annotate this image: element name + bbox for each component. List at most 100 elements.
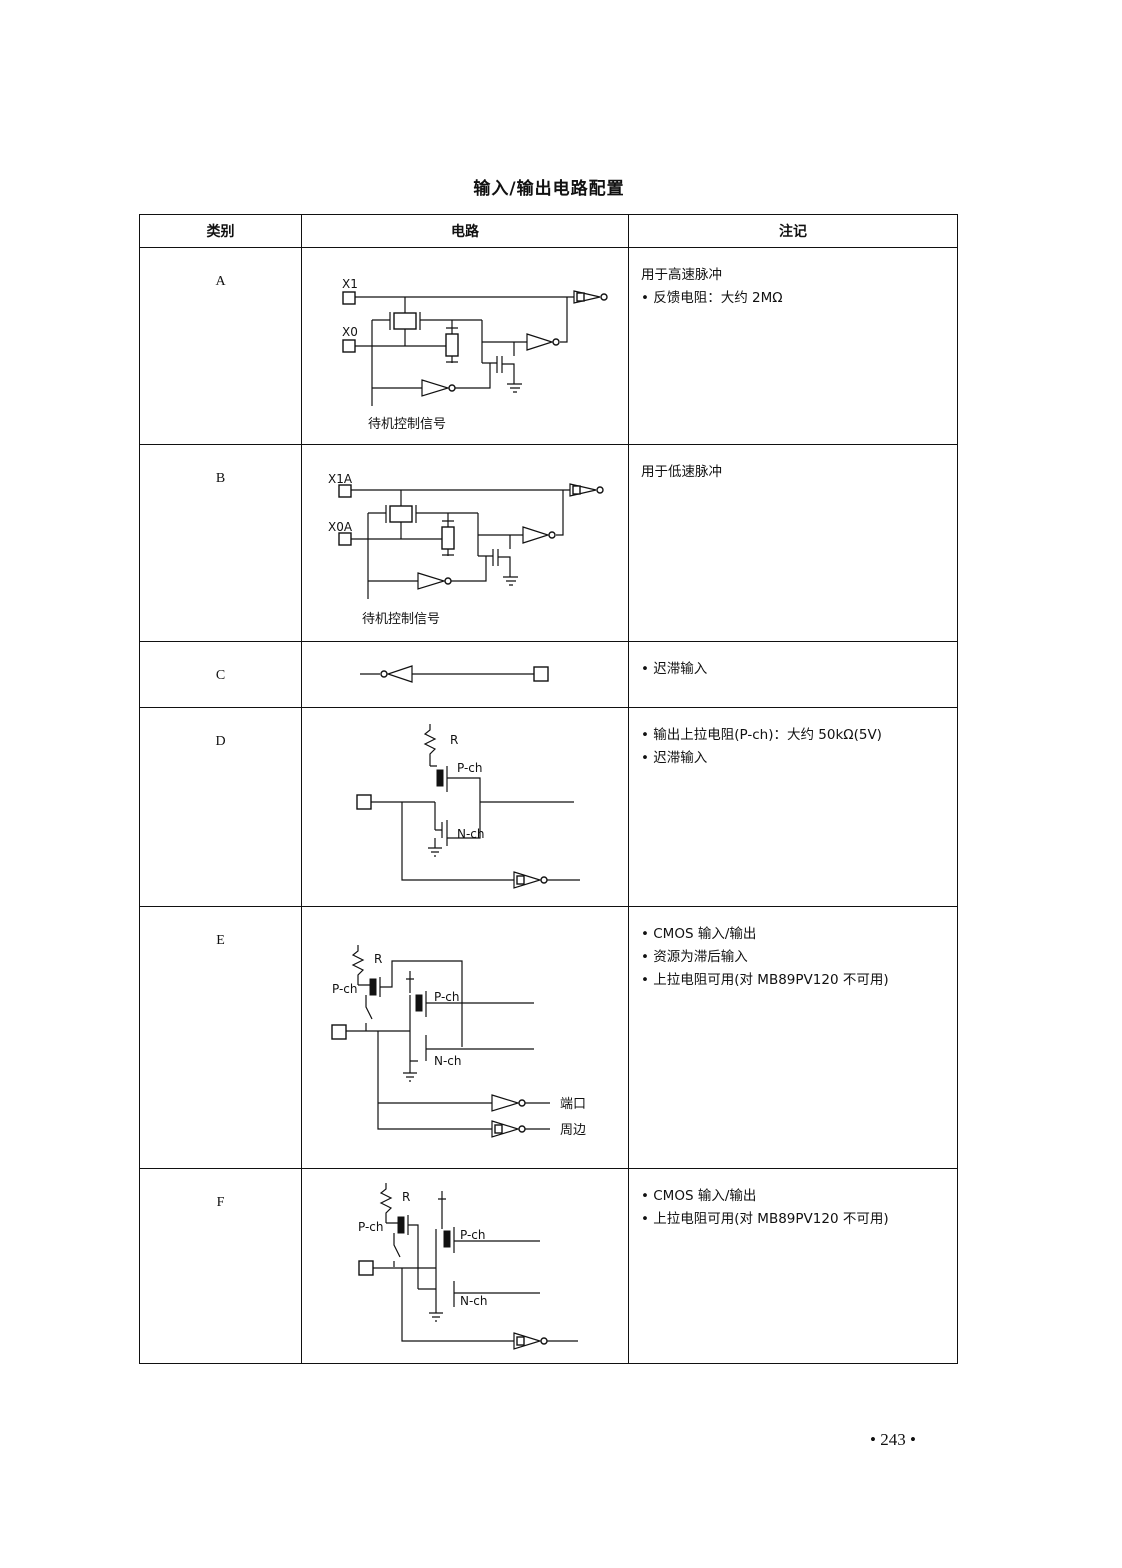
category-label: B [215, 471, 226, 487]
table-row-e: E R P-ch P-ch N-ch [139, 905, 958, 1169]
header-notes: 注记 [628, 214, 958, 248]
standby-transistor [482, 342, 522, 393]
notes-cell: • 输出上拉电阻(P-ch)：大约 50kΩ(5V) • 迟滞输入 [628, 707, 958, 907]
cmos-io-diagram: R P-ch P-ch N-ch [358, 1182, 578, 1350]
pin-pad-x0a [338, 532, 352, 546]
nch-label: N-ch [434, 1054, 462, 1068]
pin-pad [358, 1260, 374, 1276]
vdd-marker [438, 1190, 446, 1229]
port-bubble [518, 1098, 526, 1107]
resistor-label: R [402, 1190, 410, 1204]
circuit-cell: R P-ch P-ch N-ch 端口 [301, 905, 629, 1169]
pullup-resistor [351, 944, 365, 985]
inverter-bubble [380, 670, 388, 679]
category-cell: B [139, 444, 302, 643]
pullup-pch-label: P-ch [358, 1220, 384, 1234]
table-row-d: D R P-ch N-ch [139, 707, 958, 907]
peripheral-label: 周边 [560, 1123, 586, 1138]
oscillator-circuit-diagram: X1A X0A [328, 472, 604, 627]
pullup-resistor [423, 724, 437, 767]
category-cell: E [139, 905, 302, 1169]
inverter-buffer [522, 526, 550, 544]
hysteresis-mark [494, 1123, 503, 1134]
category-label: F [216, 1194, 225, 1210]
hysteresis-mark [516, 1336, 525, 1346]
category-label: A [215, 274, 226, 289]
notes-cell: • CMOS 输入/输出 • 资源为滞后输入 • 上拉电阻可用(对 MB89PV… [628, 905, 958, 1169]
pch-gate [436, 769, 444, 787]
circuit-cell: X1 X0 [301, 246, 629, 446]
hysteresis-inverter [386, 665, 413, 684]
table-row-b: B X1A X0A [139, 444, 958, 643]
input-wires [346, 1029, 492, 1130]
pullup-pch-gate [369, 978, 377, 996]
note-line: • 输出上拉电阻(P-ch)：大约 50kΩ(5V) [641, 727, 882, 744]
pch-gate [443, 1230, 451, 1248]
pullup-wires [358, 959, 463, 1047]
note-line: • 上拉电阻可用(对 MB89PV120 不可用) [641, 1210, 889, 1227]
nch-label: N-ch [460, 1294, 488, 1308]
table-row-a: A X1 X0 [139, 246, 958, 446]
hysteresis-mark [572, 485, 581, 495]
hysteresis-mark [516, 875, 525, 886]
buffer-bubble [540, 1337, 548, 1345]
crystal-wires [442, 513, 523, 557]
category-label: D [215, 734, 226, 750]
table-header-row: 类别 电路 注记 [139, 214, 958, 248]
standby-bubble [444, 577, 452, 585]
category-label: C [215, 668, 226, 684]
standby-inverter [368, 572, 447, 590]
pin-label-x1a: X1A [328, 472, 353, 486]
nch-label: N-ch [457, 827, 485, 841]
transistor-wires [409, 990, 534, 1062]
circuit-cell: X1A X0A [301, 444, 629, 643]
vdd-marker [406, 970, 414, 993]
transistor-wires [430, 765, 574, 847]
circuit-cell: R P-ch P-ch N-ch [301, 1167, 629, 1365]
standby-transistor [478, 535, 518, 586]
input-wires [373, 1267, 514, 1342]
note-line: • 上拉电阻可用(对 MB89PV120 不可用) [641, 971, 889, 988]
header-category: 类别 [139, 214, 302, 248]
io-circuit-table: 类别 电路 注记 A X1 X0 [139, 214, 958, 1365]
notes-cell: • 迟滞输入 [628, 641, 958, 709]
standby-wire [455, 363, 491, 389]
feedback-wires [368, 505, 479, 557]
category-label: E [216, 932, 225, 948]
nch-ground [429, 1304, 443, 1322]
hysteresis-mark [576, 292, 585, 302]
pch-label: P-ch [457, 761, 483, 775]
note-line: • 资源为滞后输入 [641, 948, 748, 965]
standby-wire [451, 556, 487, 582]
output-bubble [600, 293, 608, 301]
resistor-label: R [374, 952, 382, 966]
category-cell: C [139, 641, 302, 709]
note-line: • 迟滞输入 [641, 661, 708, 678]
pin-pad [331, 1023, 347, 1040]
note-line: • CMOS 输入/输出 [641, 925, 757, 942]
pch-label: P-ch [460, 1228, 486, 1242]
page-number: • 243 • [870, 1430, 916, 1449]
notes-cell: 用于高速脉冲 • 反馈电阻：大约 2MΩ [628, 246, 958, 446]
note-line: 用于低速脉冲 [641, 464, 722, 481]
hysteresis-input-diagram [360, 665, 549, 684]
category-cell: A [139, 246, 302, 446]
hysteresis-buffer [513, 871, 543, 890]
output-buffer [560, 290, 601, 343]
output-buffer [556, 483, 597, 536]
note-line: • 迟滞输入 [641, 750, 708, 767]
page-title: 输入/输出电路配置 [473, 179, 625, 199]
pullup-resistor [379, 1182, 393, 1223]
standby-bubble [448, 384, 456, 392]
pin-pad [533, 666, 549, 683]
note-line: • 反馈电阻：大约 2MΩ [641, 290, 783, 306]
pullup-wires [386, 1214, 419, 1289]
notes-cell: 用于低速脉冲 [628, 444, 958, 643]
pin-pad-x0 [342, 339, 356, 353]
output-bubble [596, 486, 604, 494]
feedback-wires [372, 312, 483, 363]
inverter-buffer [526, 333, 554, 351]
port-label: 端口 [560, 1097, 586, 1112]
crystal-wires [446, 320, 527, 363]
pullup-pch-gate [397, 1216, 405, 1234]
